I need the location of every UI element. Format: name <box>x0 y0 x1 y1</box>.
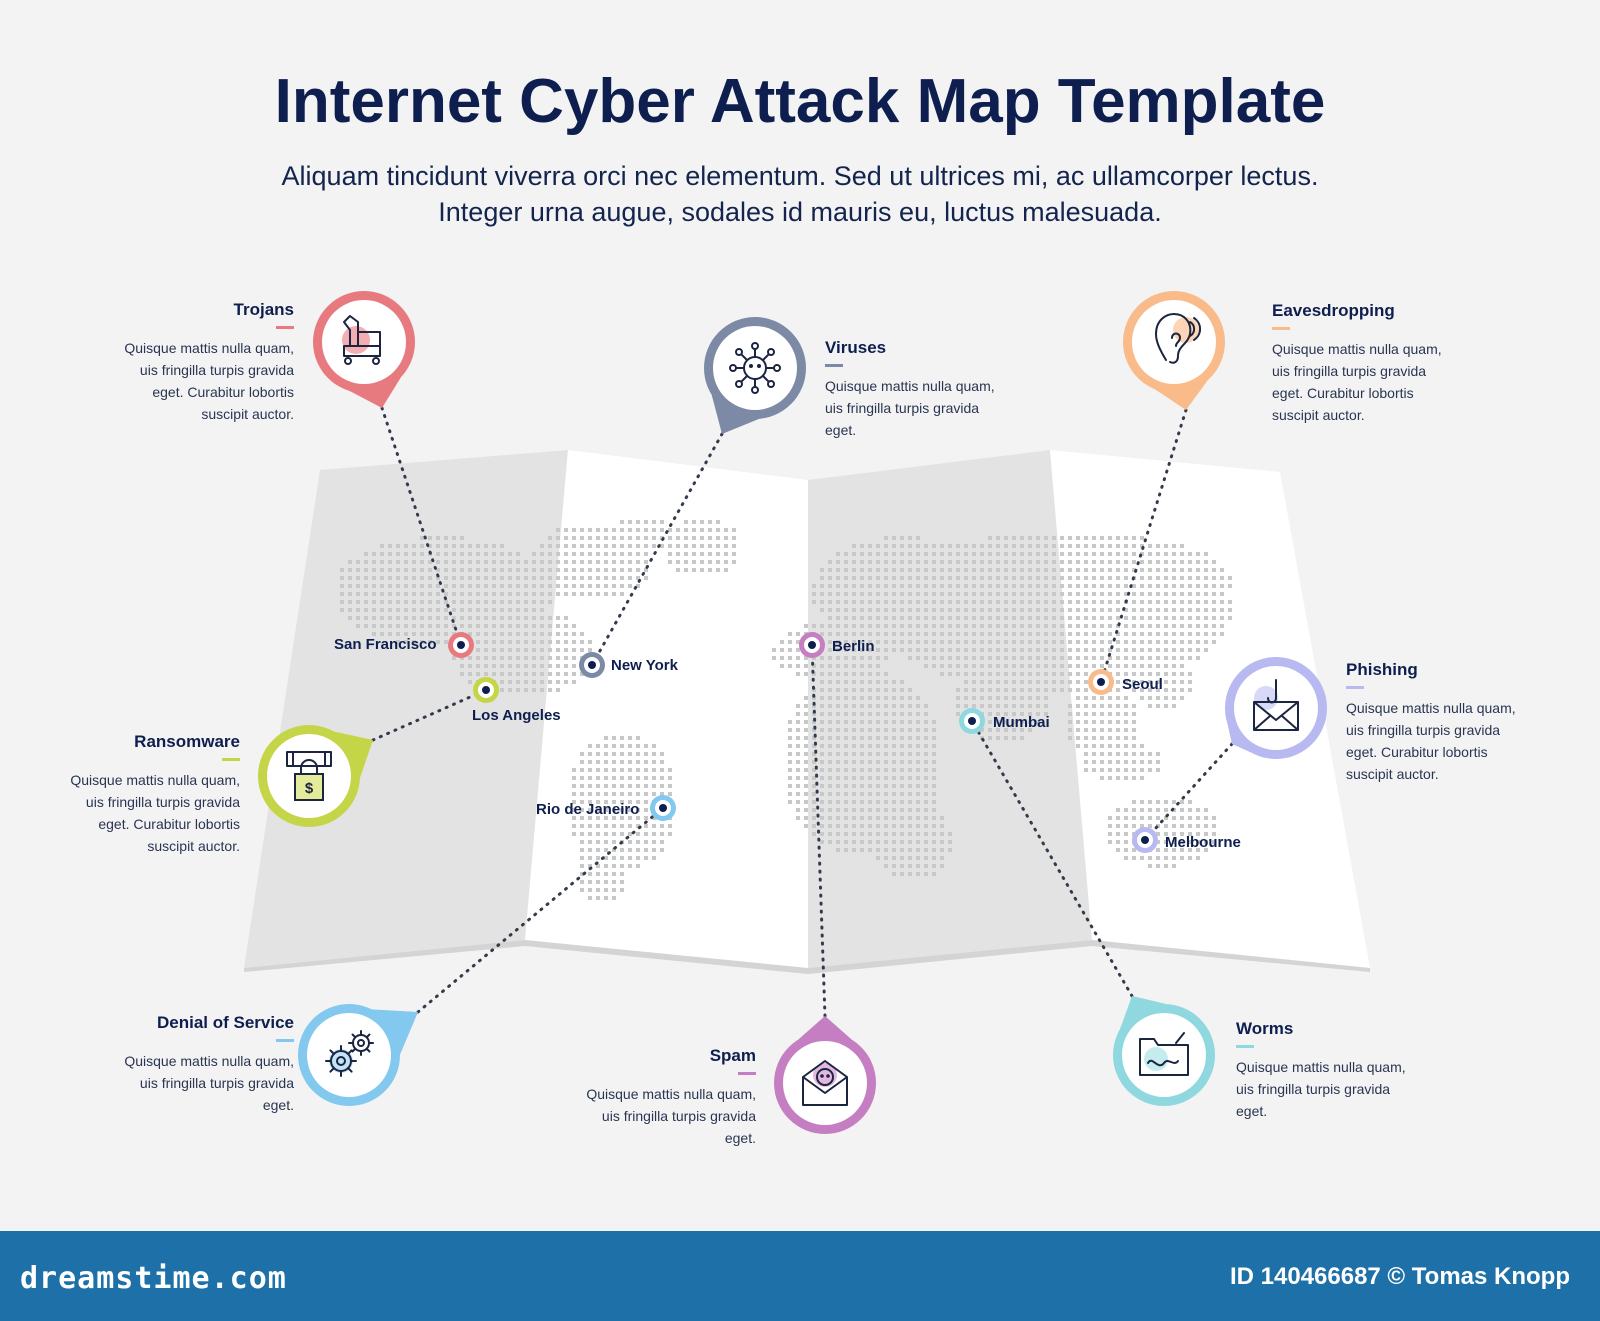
category-accent <box>738 1072 756 1075</box>
category-description: Quisque mattis nulla quam, uis fringilla… <box>70 772 240 854</box>
category-title: Worms <box>1236 1019 1294 1038</box>
category-viruses: Viruses Quisque mattis nulla quam, uis f… <box>825 338 995 441</box>
city-label-melbourne: Melbourne <box>1165 834 1241 851</box>
city-label-rio-de-janeiro: Rio de Janeiro <box>536 801 640 818</box>
ear-icon <box>1155 313 1201 364</box>
pin-ear[interactable] <box>1123 291 1225 410</box>
category-accent <box>1272 327 1290 330</box>
category-worms: Worms Quisque mattis nulla quam, uis fri… <box>1236 1019 1406 1122</box>
city-label-mumbai: Mumbai <box>993 714 1050 731</box>
category-title: Spam <box>709 1046 756 1065</box>
city-marker[interactable] <box>799 632 825 658</box>
connector-line <box>371 688 488 742</box>
trojan-horse-icon <box>342 315 381 365</box>
connector-lines <box>371 406 1234 1018</box>
category-description: Quisque mattis nulla quam, uis fringilla… <box>825 378 995 438</box>
city-marker[interactable] <box>650 795 676 821</box>
map-panel-3 <box>808 450 1092 968</box>
pin-spam-envelope[interactable] <box>774 1016 876 1134</box>
connector-line <box>970 719 1134 998</box>
category-description: Quisque mattis nulla quam, uis fringilla… <box>1236 1059 1406 1119</box>
category-description: Quisque mattis nulla quam, uis fringilla… <box>124 340 294 422</box>
category-description: Quisque mattis nulla quam, uis fringilla… <box>124 1053 294 1113</box>
gears-icon <box>325 1030 374 1077</box>
footer-bar: dreamstime.com ID 140466687 © Tomas Knop… <box>0 1231 1600 1321</box>
category-title: Denial of Service <box>156 1013 294 1032</box>
city-marker[interactable] <box>1088 669 1114 695</box>
category-denial-of-service: Denial of Service Quisque mattis nulla q… <box>114 1013 294 1116</box>
category-title: Trojans <box>233 300 294 319</box>
category-accent <box>1346 686 1364 689</box>
pin-phishing-envelope[interactable] <box>1225 657 1327 759</box>
category-eavesdropping: Eavesdropping Quisque mattis nulla quam,… <box>1272 301 1442 426</box>
city-marker[interactable] <box>448 632 474 658</box>
category-accent <box>825 364 843 367</box>
map-panel-2 <box>525 450 808 968</box>
category-title: Eavesdropping <box>1272 301 1395 320</box>
category-phishing: Phishing Quisque mattis nulla quam, uis … <box>1346 660 1516 785</box>
footer-credit: ID 140466687 © Tomas Knopp <box>1229 1263 1570 1290</box>
city-marker[interactable] <box>1132 827 1158 853</box>
city-marker[interactable] <box>579 652 605 678</box>
pin-ransomware[interactable]: $ <box>258 725 373 827</box>
category-trojans: Trojans Quisque mattis nulla quam, uis f… <box>114 300 294 425</box>
city-label-berlin: Berlin <box>832 638 875 655</box>
category-title: Viruses <box>825 338 887 357</box>
connector-line <box>416 806 665 1014</box>
category-pins: $ <box>258 291 1327 1134</box>
category-spam: Spam Quisque mattis nulla quam, uis frin… <box>576 1046 756 1149</box>
city-label-seoul: Seoul <box>1122 676 1163 693</box>
city-label-los-angeles: Los Angeles <box>472 707 561 724</box>
category-accent <box>276 326 294 329</box>
phishing-envelope-icon <box>1253 679 1299 731</box>
connector-line <box>1143 742 1234 842</box>
category-accent <box>1236 1045 1254 1048</box>
ransomware-icon: $ <box>286 751 332 801</box>
footer-brand[interactable]: dreamstime.com <box>20 1261 287 1296</box>
spam-envelope-icon <box>802 1060 848 1106</box>
category-accent <box>276 1039 294 1042</box>
page-subtitle: Aliquam tincidunt viverra orci nec eleme… <box>281 161 1319 227</box>
worm-folder-icon <box>1139 1032 1189 1076</box>
category-title: Ransomware <box>134 732 240 751</box>
category-description: Quisque mattis nulla quam, uis fringilla… <box>1272 341 1442 423</box>
map-panel-4 <box>1050 450 1370 968</box>
city-marker[interactable] <box>959 708 985 734</box>
connector-line <box>380 406 463 647</box>
page-title: Internet Cyber Attack Map Template <box>274 67 1326 136</box>
city-label-san-francisco: San Francisco <box>334 636 437 653</box>
connector-line <box>810 643 827 1018</box>
connector-line <box>1099 408 1188 684</box>
pin-worm-folder[interactable] <box>1113 996 1215 1106</box>
virus-icon <box>729 342 781 394</box>
pin-virus[interactable] <box>704 317 806 434</box>
pin-gears[interactable] <box>298 1004 418 1106</box>
pin-trojan-horse[interactable] <box>313 291 415 408</box>
category-title: Phishing <box>1346 660 1418 679</box>
city-label-new-york: New York <box>611 657 678 674</box>
city-markers <box>448 632 1158 853</box>
svg-text:$: $ <box>305 780 314 797</box>
category-description: Quisque mattis nulla quam, uis fringilla… <box>1346 700 1516 782</box>
category-description: Quisque mattis nulla quam, uis fringilla… <box>586 1086 756 1146</box>
city-marker[interactable] <box>473 677 499 703</box>
category-accent <box>222 758 240 761</box>
category-ransomware: Ransomware Quisque mattis nulla quam, ui… <box>60 732 240 857</box>
